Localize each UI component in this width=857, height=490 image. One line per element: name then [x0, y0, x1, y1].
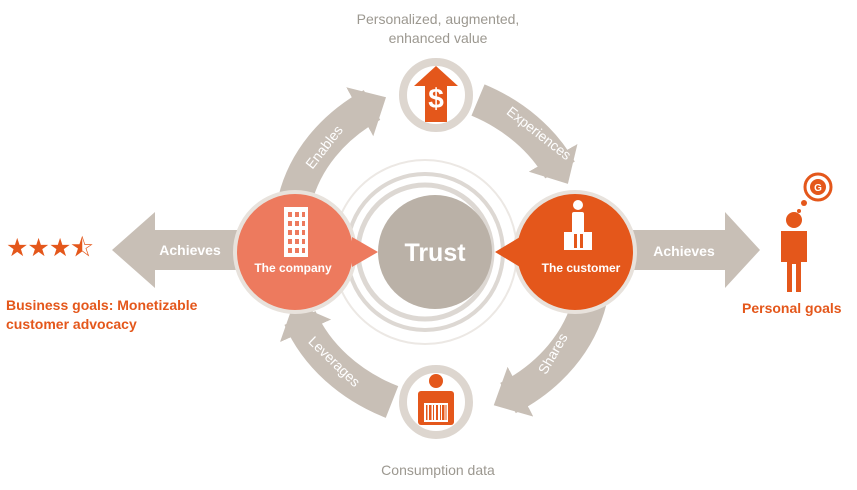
right-achieves-label: Achieves: [653, 243, 715, 259]
personal-goals-text: Personal goals: [742, 300, 842, 316]
trust-circle: [378, 195, 492, 309]
business-goals-line2: customer advocacy: [6, 316, 137, 332]
shopper-icon: [564, 200, 592, 250]
value-caption-line1: Personalized, augmented,: [356, 11, 520, 27]
goal-badge-letter: G: [814, 183, 822, 194]
customer-label: The customer: [542, 261, 621, 275]
customer-node: [513, 190, 637, 314]
person-icon: [781, 212, 807, 292]
experiences-arrow: [471, 84, 578, 184]
trust-label: Trust: [404, 239, 466, 267]
value-caption: Personalized, augmented, enhanced value: [0, 10, 857, 48]
value-caption-line2: enhanced value: [388, 30, 488, 46]
enables-arrow: [278, 87, 387, 205]
rating-stars-icon: ★★★⯪: [6, 234, 94, 262]
cycle-arrows: [278, 84, 607, 418]
leverages-arrow: [280, 303, 399, 418]
building-icon: [284, 207, 308, 257]
business-goals-text: Business goals: Monetizable customer adv…: [6, 296, 197, 334]
shares-arrow: [493, 295, 607, 417]
company-label: The company: [254, 261, 332, 275]
customer-to-trust-pointer: [495, 237, 520, 267]
value-up-arrow-icon: [414, 66, 458, 122]
consumption-data-caption: Consumption data: [381, 462, 495, 478]
left-achieves-arrow: [112, 212, 262, 288]
left-achieves-label: Achieves: [159, 242, 221, 258]
company-to-trust-pointer: [352, 237, 378, 267]
right-achieves-arrow: [600, 212, 760, 288]
barcode-person-icon: [418, 374, 454, 425]
thought-bubble-icon: [797, 172, 833, 213]
dollar-icon: $: [428, 83, 444, 114]
business-goals-line1: Business goals: Monetizable: [6, 297, 198, 313]
